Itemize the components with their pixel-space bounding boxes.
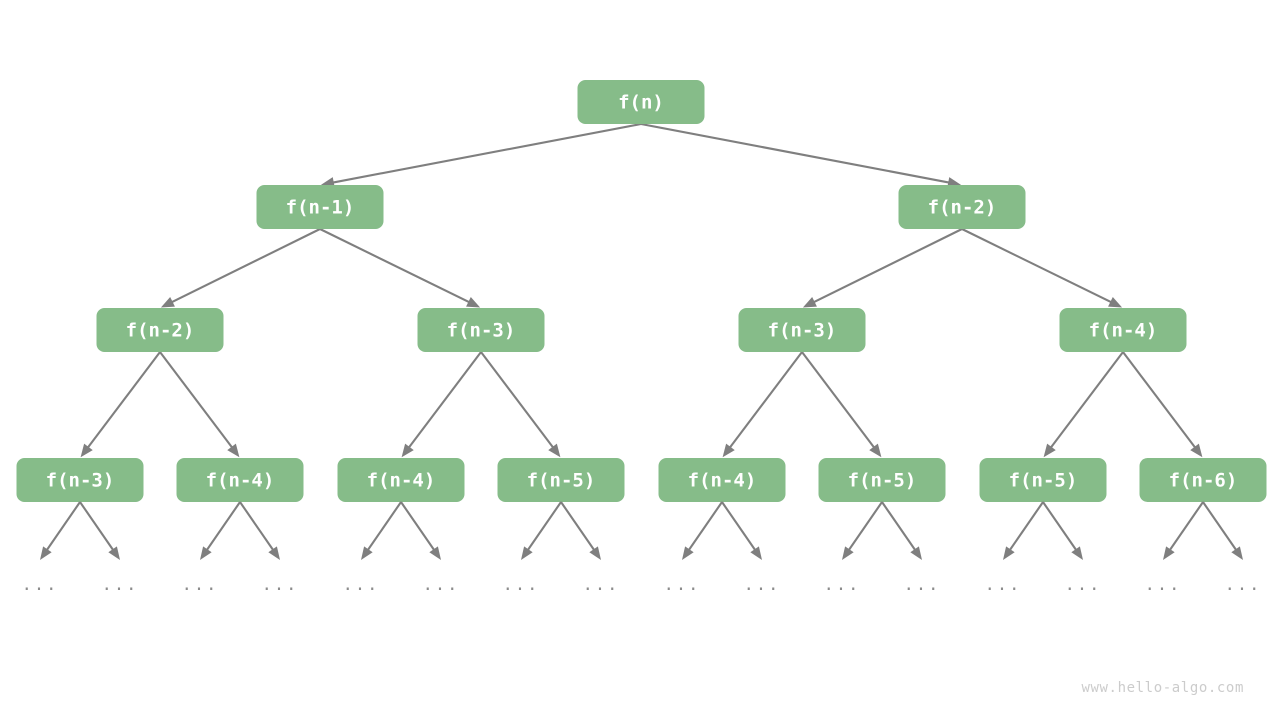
edge-L1N0-to-L2N1	[319, 228, 481, 308]
tree-node-label: f(n-2)	[126, 320, 195, 342]
ellipsis-label: ...	[22, 575, 59, 595]
ellipsis-label: ...	[664, 575, 701, 595]
tree-node: f(n-4)	[1059, 308, 1187, 352]
edge-L2N3-to-L3N6	[1043, 351, 1124, 458]
edge-L1N0-to-L2N0	[160, 228, 321, 308]
edge-L2N0-to-L3N1	[159, 351, 240, 458]
tree-node-label: f(n-4)	[367, 470, 436, 492]
ellipsis-layer: ........................................…	[22, 501, 1262, 595]
tree-node: f(n)	[577, 80, 705, 124]
tree-node-label: f(n-6)	[1169, 470, 1238, 492]
tree-node: f(n-5)	[979, 458, 1107, 502]
edge-L2N1-to-L3N3	[480, 351, 561, 458]
tree-node: f(n-6)	[1139, 458, 1267, 502]
tree-node: f(n-4)	[658, 458, 786, 502]
edge-L3N2-to-ellipsis	[400, 501, 441, 560]
ellipsis-label: ...	[102, 575, 139, 595]
edge-L1N1-to-L2N2	[802, 228, 963, 308]
edge-L3N2-to-ellipsis	[361, 501, 402, 560]
edge-L0N0-to-L1N0	[320, 122, 642, 188]
tree-node: f(n-3)	[16, 458, 144, 502]
tree-node: f(n-3)	[738, 308, 866, 352]
edge-L1N1-to-L2N3	[961, 228, 1123, 308]
tree-node-label: f(n-4)	[688, 470, 757, 492]
edge-L3N4-to-ellipsis	[721, 501, 762, 560]
edge-L2N3-to-L3N7	[1122, 351, 1203, 458]
tree-node-label: f(n-5)	[848, 470, 917, 492]
tree-node-label: f(n-4)	[206, 470, 275, 492]
ellipsis-label: ...	[503, 575, 540, 595]
edge-L3N7-to-ellipsis	[1163, 501, 1204, 560]
edge-L2N2-to-L3N4	[722, 351, 803, 458]
tree-node: f(n-4)	[337, 458, 465, 502]
ellipsis-label: ...	[904, 575, 941, 595]
edge-L3N1-to-ellipsis	[239, 501, 280, 560]
edge-L3N0-to-ellipsis	[40, 501, 81, 560]
edge-L3N7-to-ellipsis	[1202, 501, 1243, 560]
ellipsis-label: ...	[1225, 575, 1262, 595]
edge-L2N2-to-L3N5	[801, 351, 882, 458]
tree-node: f(n-2)	[898, 185, 1026, 229]
tree-node: f(n-2)	[96, 308, 224, 352]
ellipsis-label: ...	[1145, 575, 1182, 595]
ellipsis-label: ...	[583, 575, 620, 595]
edge-L3N0-to-ellipsis	[79, 501, 120, 560]
tree-node-label: f(n-1)	[286, 197, 355, 219]
tree-node: f(n-4)	[176, 458, 304, 502]
edge-L3N4-to-ellipsis	[682, 501, 723, 560]
watermark: www.hello-algo.com	[1081, 680, 1244, 696]
edges-layer	[80, 122, 1203, 458]
tree-node-label: f(n-3)	[768, 320, 837, 342]
nodes-layer: f(n) f(n-1) f(n-2) f(n-2) f(n-3) f(n-3) f(n-4)…	[16, 80, 1267, 502]
edge-L3N1-to-ellipsis	[200, 501, 241, 560]
tree-node-label: f(n)	[618, 92, 664, 114]
ellipsis-label: ...	[343, 575, 380, 595]
ellipsis-label: ...	[182, 575, 219, 595]
ellipsis-label: ...	[262, 575, 299, 595]
edge-L3N3-to-ellipsis	[560, 501, 601, 560]
edge-L0N0-to-L1N1	[640, 122, 962, 188]
tree-node-label: f(n-5)	[527, 470, 596, 492]
tree-node-label: f(n-5)	[1009, 470, 1078, 492]
edge-L2N1-to-L3N2	[401, 351, 482, 458]
tree-node-label: f(n-3)	[46, 470, 115, 492]
edge-L3N5-to-ellipsis	[881, 501, 922, 560]
ellipsis-label: ...	[1065, 575, 1102, 595]
tree-node: f(n-1)	[256, 185, 384, 229]
tree-node: f(n-3)	[417, 308, 545, 352]
edge-L3N3-to-ellipsis	[521, 501, 562, 560]
edge-L3N6-to-ellipsis	[1042, 501, 1083, 560]
ellipsis-label: ...	[423, 575, 460, 595]
edge-L3N6-to-ellipsis	[1003, 501, 1044, 560]
edge-L2N0-to-L3N0	[80, 351, 161, 458]
ellipsis-label: ...	[744, 575, 781, 595]
tree-node-label: f(n-3)	[447, 320, 516, 342]
ellipsis-label: ...	[824, 575, 861, 595]
tree-node-label: f(n-2)	[928, 197, 997, 219]
ellipsis-label: ...	[985, 575, 1022, 595]
tree-node: f(n-5)	[497, 458, 625, 502]
edge-L3N5-to-ellipsis	[842, 501, 883, 560]
tree-node-label: f(n-4)	[1089, 320, 1158, 342]
tree-node: f(n-5)	[818, 458, 946, 502]
